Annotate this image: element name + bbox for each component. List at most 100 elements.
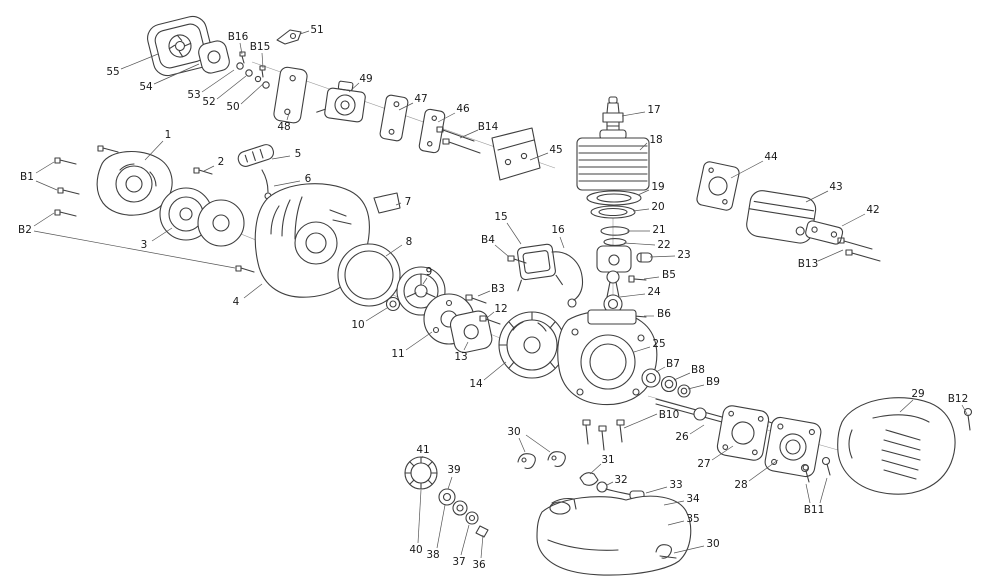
part-callout-49: 49 [359, 73, 372, 85]
part-callout-25: 25 [652, 338, 665, 350]
leader-line-26-0 [689, 424, 705, 435]
carburetor [316, 80, 366, 123]
part-callout-35: 35 [686, 513, 699, 525]
mount-bolts-left [54, 145, 255, 273]
cap-parts [438, 488, 489, 538]
leader-line-42-0 [841, 213, 866, 227]
leader-line-44-0 [730, 160, 764, 179]
part-callout-22: 22 [657, 239, 670, 251]
carb-spacer-plates [379, 94, 446, 154]
leader-line-54-0 [153, 63, 200, 85]
spark-plug [602, 96, 624, 136]
fuel-tank [536, 495, 692, 576]
leader-line-53-0 [201, 69, 235, 93]
part-callout-34: 34 [686, 493, 700, 505]
piston-pin [636, 252, 653, 263]
leader-line-30-0 [518, 437, 526, 453]
part-callout-52: 52 [202, 96, 215, 108]
part-callout-37: 37 [452, 556, 465, 568]
leader-line-1-0 [144, 140, 164, 161]
leader-line-B9-0 [687, 384, 705, 390]
part-callout-B6: B6 [657, 308, 671, 320]
screw-b12 [963, 407, 973, 431]
leader-line-B1-0 [35, 161, 55, 174]
leader-line-12-0 [487, 311, 495, 318]
part-callout-55: 55 [106, 66, 119, 78]
part-callout-B12: B12 [948, 393, 969, 405]
leader-line-2-0 [203, 165, 215, 172]
starter-pulley [159, 187, 245, 247]
leader-line-36-0 [480, 534, 484, 559]
part-callout-B4: B4 [481, 234, 495, 246]
ignition-coil [517, 243, 563, 292]
leader-line-9-0 [422, 277, 428, 285]
part-callout-6: 6 [305, 173, 312, 185]
leader-line-B8-0 [673, 372, 691, 381]
starter-washers [236, 62, 270, 89]
leader-line-4-0 [243, 283, 263, 299]
clutch-ring [337, 243, 401, 307]
part-callout-26: 26 [675, 431, 689, 443]
carb-mount-bolts [436, 126, 481, 154]
pin-bolt [479, 315, 501, 325]
part-callout-9: 9 [426, 266, 433, 278]
part-callout-47: 47 [414, 93, 427, 105]
leader-line-23-0 [649, 255, 676, 258]
leader-line-B12-0 [961, 404, 968, 415]
leader-line-28-0 [748, 459, 779, 482]
leader-line-10-0 [365, 307, 388, 322]
part-callout-5: 5 [295, 148, 302, 160]
leader-line-B2-1 [33, 230, 236, 269]
leader-line-B15-0 [261, 52, 264, 69]
leader-line-34-0 [663, 500, 685, 506]
leader-line-38-0 [436, 504, 446, 549]
part-callout-16: 16 [551, 224, 565, 236]
starter-handle [237, 144, 275, 167]
part-callout-B15: B15 [250, 41, 271, 53]
part-callout-38: 38 [426, 549, 439, 561]
leader-line-55-0 [120, 53, 159, 70]
fuel-line-clips [517, 451, 566, 470]
part-callout-31: 31 [601, 454, 614, 466]
leader-line-11-0 [405, 331, 433, 351]
leader-line-30-0 [673, 545, 705, 554]
leader-line-5-0 [271, 155, 291, 160]
leader-line-20-0 [632, 208, 650, 212]
starter-rope [261, 169, 272, 200]
leader-line-B5-0 [643, 276, 660, 280]
clutch-cover [449, 310, 493, 353]
part-callout-B7: B7 [666, 358, 680, 370]
part-callout-B10: B10 [659, 409, 680, 421]
connecting-rod [603, 270, 623, 314]
leader-line-47-0 [398, 102, 414, 111]
part-callout-45: 45 [549, 144, 562, 156]
leader-line-32-0 [606, 481, 614, 486]
piston [596, 245, 632, 273]
heat-plate [273, 66, 308, 124]
part-callout-15: 15 [494, 211, 507, 223]
bearings [641, 368, 691, 398]
fuel-grommet-filter [579, 472, 645, 500]
leader-line-B13-0 [817, 249, 844, 262]
part-callout-B13: B13 [798, 258, 819, 270]
part-callout-42: 42 [866, 204, 879, 216]
part-callout-51: 51 [310, 24, 323, 36]
part-callout-30: 30 [706, 538, 719, 550]
washer-small [385, 296, 401, 312]
fuel-cap [404, 456, 438, 490]
leader-line-16-0 [559, 236, 565, 249]
crankcase [557, 309, 658, 406]
bolt-b4 [507, 255, 527, 264]
leader-line-17-0 [621, 111, 646, 117]
cover-clip [373, 192, 401, 214]
leader-line-30-1 [525, 434, 551, 453]
leader-line-B14-0 [459, 129, 479, 139]
part-callout-17: 17 [647, 104, 660, 116]
part-callout-48: 48 [277, 121, 290, 133]
leader-line-29-0 [899, 399, 914, 413]
part-callout-B8: B8 [691, 364, 705, 376]
muffler-gasket-plate [696, 161, 740, 211]
part-callout-B9: B9 [706, 376, 720, 388]
part-callout-8: 8 [406, 236, 413, 248]
